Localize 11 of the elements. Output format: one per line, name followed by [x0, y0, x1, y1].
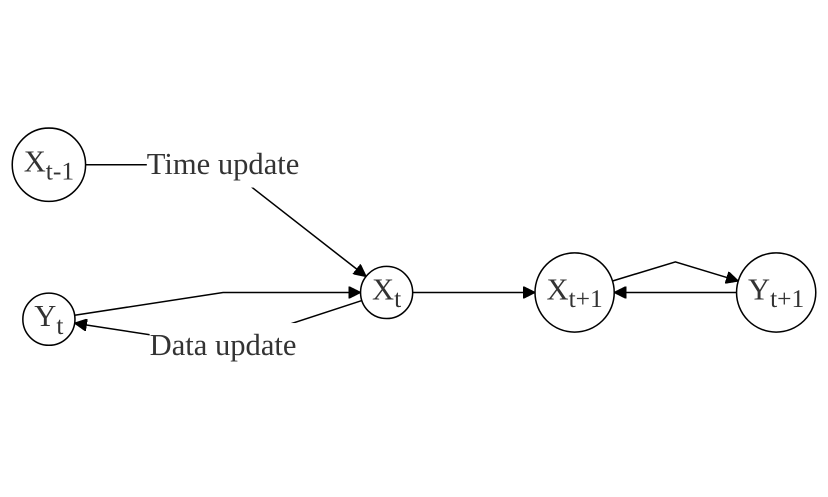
- edge-label: Data update: [150, 329, 297, 363]
- arrow: [614, 286, 737, 300]
- node-circle: X$_{t-1}$: [11, 127, 86, 202]
- node-circle: X$_{t+1}$: [534, 252, 615, 333]
- edge-label: Time update: [146, 148, 300, 182]
- node-circle: X$_{t}$: [360, 266, 414, 320]
- node-circle: Y$_{t}$: [22, 292, 76, 346]
- arrow: [412, 286, 536, 300]
- arrow: [612, 261, 739, 284]
- arrow: [74, 286, 362, 316]
- node-circle: Y$_{t+1}$: [736, 252, 817, 333]
